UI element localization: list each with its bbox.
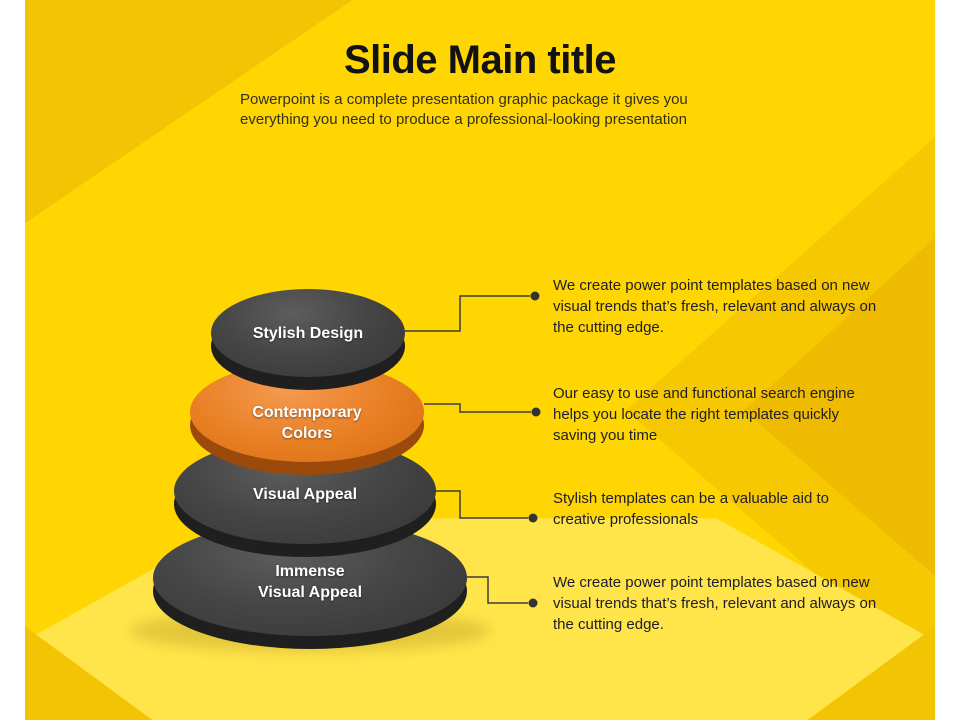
- stack-stone-stylish-design: Stylish Design: [211, 289, 405, 390]
- stone-label: Visual Appeal: [174, 438, 436, 544]
- callout-line: the cutting edge.: [553, 616, 664, 633]
- connector-line-1: [404, 295, 530, 332]
- callout-line: Stylish templates can be a valuable aid …: [553, 490, 829, 507]
- callout-text-2: Our easy to use and functional search en…: [553, 383, 923, 446]
- callout-line: saving you time: [553, 427, 658, 444]
- callout-line: We create power point templates based on…: [553, 277, 870, 294]
- stack-stone-immense-visual-appeal: Immense Visual Appeal: [153, 520, 467, 649]
- slide-subtitle: Powerpoint is a complete presentation gr…: [240, 90, 760, 130]
- slide-canvas: Slide Main title Powerpoint is a complet…: [25, 0, 935, 720]
- stone-label-line: Visual Appeal: [252, 485, 358, 503]
- connector-dot-1: [530, 291, 540, 301]
- callout-line: Our easy to use and functional search en…: [553, 385, 855, 402]
- stone-label-line: Immense: [275, 563, 345, 580]
- callout-text-4: We create power point templates based on…: [553, 572, 923, 635]
- connector-dot-3: [528, 513, 538, 523]
- connector-lines-layer: [404, 291, 541, 608]
- subtitle-line: everything you need to produce a profess…: [240, 111, 687, 128]
- slide-title: Slide Main title: [343, 38, 617, 82]
- connector-line-3: [436, 490, 528, 519]
- callout-line: visual trends that’s fresh, relevant and…: [553, 595, 877, 612]
- callout-text-3: Stylish templates can be a valuable aid …: [553, 488, 923, 530]
- stone-label-line: Visual Appeal: [257, 584, 363, 601]
- stack-stone-contemporary-colors: Contemporary Colors: [190, 362, 424, 475]
- callout-line: visual trends that’s fresh, relevant and…: [553, 298, 877, 315]
- stone-face: [211, 289, 405, 377]
- connector-dot-4: [528, 598, 538, 608]
- callout-line: creative professionals: [553, 511, 699, 528]
- stone-label-line: Stylish Design: [252, 324, 364, 342]
- callout-line: the cutting edge.: [553, 319, 664, 336]
- callout-text-1: We create power point templates based on…: [553, 275, 923, 338]
- stone-label-line: Contemporary: [252, 404, 362, 421]
- callout-line: helps you locate the right templates qui…: [553, 406, 839, 423]
- connector-line-4: [465, 576, 528, 604]
- stone-label-line: Colors: [281, 425, 333, 442]
- callout-line: We create power point templates based on…: [553, 574, 870, 591]
- connector-line-2: [424, 403, 531, 413]
- stone-label: Contemporary Colors: [190, 362, 424, 462]
- stone-label: Stylish Design: [211, 289, 405, 377]
- connector-dot-2: [531, 407, 541, 417]
- subtitle-line: Powerpoint is a complete presentation gr…: [240, 91, 688, 108]
- stone-label: Immense Visual Appeal: [153, 520, 467, 636]
